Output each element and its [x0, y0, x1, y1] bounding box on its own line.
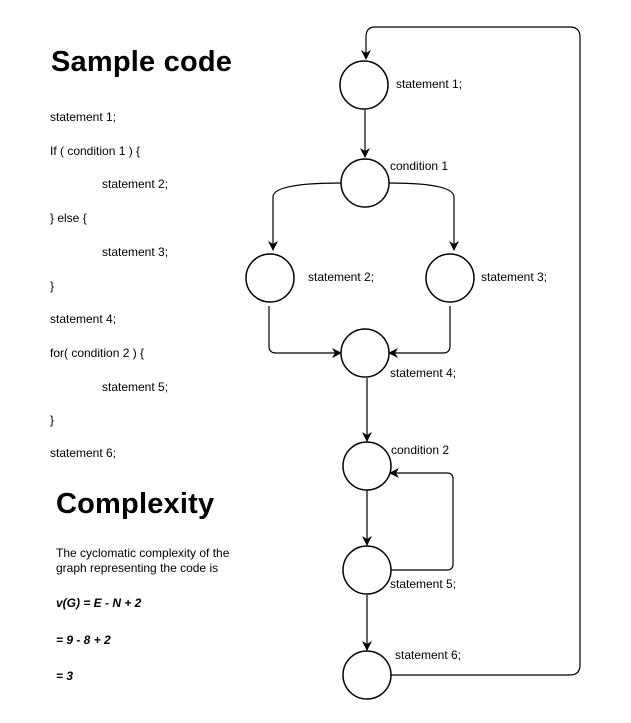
code-line: statement 6;: [50, 446, 117, 460]
code-line: }: [50, 413, 55, 427]
code-line: statement 1;: [50, 110, 117, 124]
node-statement-1: [339, 60, 389, 110]
node-label-statement-2: statement 2;: [308, 270, 374, 284]
complexity-formula: v(G) = E - N + 2: [56, 596, 142, 610]
node-statement-6: [342, 650, 392, 700]
sample-code-title: Sample code: [51, 46, 233, 78]
code-line: If ( condition 1 ) {: [50, 144, 141, 158]
complexity-description-line2: graph representing the code is: [56, 561, 219, 575]
edge-c1-s3: [387, 182, 459, 251]
node-condition-1: [340, 158, 390, 208]
node-label-condition-1: condition 1: [390, 159, 448, 173]
edge-c1-s2: [268, 182, 343, 251]
code-line: statement 5;: [102, 380, 169, 394]
edge-s6-s1-return: [361, 26, 581, 676]
node-label-statement-6: statement 6;: [395, 648, 461, 662]
complexity-result: = 3: [56, 669, 74, 683]
node-label-condition-2: condition 2: [391, 443, 449, 457]
node-statement-4: [340, 328, 390, 378]
node-condition-2: [342, 441, 392, 491]
node-label-statement-5: statement 5;: [390, 577, 456, 591]
code-line: }: [50, 279, 55, 293]
edge-s3-s4: [388, 306, 451, 358]
code-line: } else {: [50, 211, 87, 225]
node-statement-3: [425, 253, 475, 303]
complexity-step: = 9 - 8 + 2: [56, 633, 111, 647]
node-statement-5: [342, 545, 392, 595]
node-label-statement-1: statement 1;: [396, 77, 462, 91]
edge-s5-c2-loop: [389, 468, 454, 571]
edge-s2-s4: [268, 306, 342, 358]
code-line: statement 3;: [102, 245, 169, 259]
code-line: for( condition 2 ) {: [50, 346, 145, 360]
node-label-statement-3: statement 3;: [481, 270, 547, 284]
code-line: statement 2;: [102, 177, 169, 191]
code-line: statement 4;: [50, 312, 117, 326]
node-statement-2: [245, 253, 295, 303]
node-label-statement-4: statement 4;: [390, 366, 456, 380]
complexity-description-line1: The cyclomatic complexity of the: [56, 546, 230, 560]
complexity-title: Complexity: [56, 488, 215, 520]
